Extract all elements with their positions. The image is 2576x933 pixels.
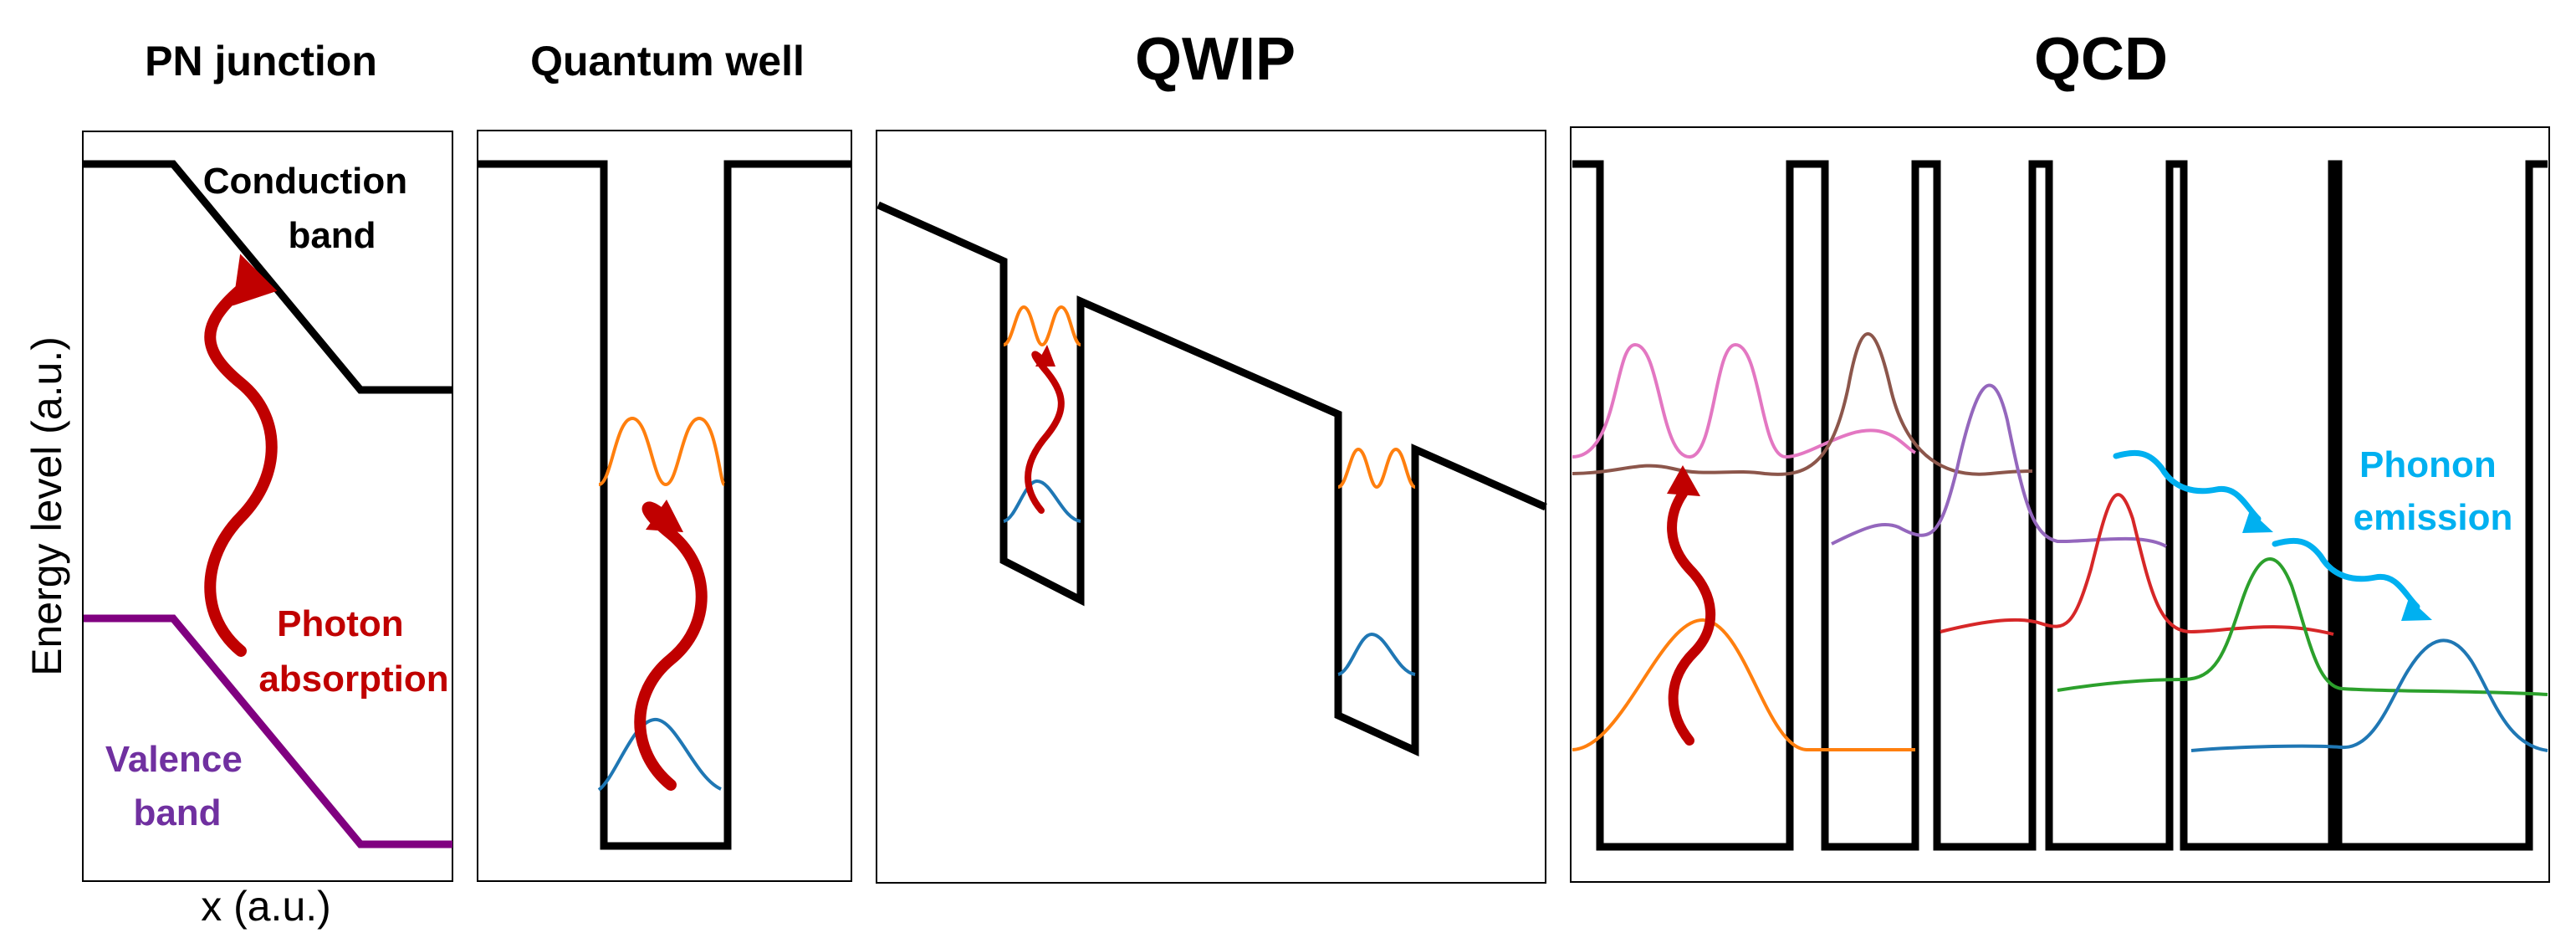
panel-frame-qwip [876, 130, 1546, 884]
photon-wave-arrow-qcd [1667, 489, 1715, 746]
valence-band-label: Valence band [105, 739, 253, 833]
photon-arrowhead-qw [646, 500, 683, 532]
photon-absorption-label-line2: absorption [258, 659, 448, 700]
phonon-emission-label-line2: emission [2354, 497, 2513, 538]
qcd-state-red [1940, 493, 2334, 636]
phonon-arrowhead-1 [2242, 510, 2273, 533]
quantum-well-state-ground [597, 718, 722, 792]
qcd-diagram: Phonon emission [1572, 160, 2548, 851]
panel-frame-quantum-well [477, 130, 852, 882]
valence-band-label-line2: band [133, 792, 221, 833]
qwip-band-edge [877, 201, 1547, 757]
photon-absorption-label-line1: Photon [277, 603, 404, 644]
qcd-state-brown [1572, 332, 2033, 476]
photon-wave-arrow-qw [634, 501, 708, 791]
x-axis-label: x (a.u.) [201, 883, 331, 930]
quantum-well-diagram [478, 160, 851, 850]
y-axis-label: Energy level (a.u.) [23, 336, 70, 676]
quantum-well-band-edge [478, 160, 851, 850]
qwip-well2-state-excited [1337, 447, 1416, 490]
photon-arrowhead-qcd [1667, 465, 1700, 496]
phonon-arrow-1 [2113, 449, 2262, 522]
panel-title-pn-junction: PN junction [145, 38, 377, 85]
qwip-well1-state-ground [1003, 479, 1081, 523]
photon-wave-arrow-pn [204, 254, 278, 657]
qwip-well1-state-excited [1003, 305, 1081, 347]
phonon-emission-label: Phonon emission [2354, 444, 2513, 538]
photon-absorption-label: Photon absorption [258, 603, 448, 700]
panel-title-qwip: QWIP [1135, 26, 1296, 93]
qwip-well2-state-ground [1337, 632, 1416, 676]
conduction-band-label-line1: Conduction [203, 161, 407, 202]
valence-band-edge [84, 614, 452, 848]
photon-wave-arrow-qwip [1025, 351, 1065, 514]
qcd-band-edge [1572, 160, 2548, 851]
quantum-well-state-excited [598, 416, 726, 487]
phonon-arrowhead-2 [2401, 598, 2432, 621]
panel-frame-pn-junction [82, 131, 453, 882]
pn-junction-diagram: Conduction band Photon absorption Valenc… [84, 160, 452, 848]
conduction-band-label-line2: band [288, 215, 376, 256]
phonon-arrow-2 [2272, 537, 2420, 610]
phonon-emission-label-line1: Phonon [2359, 444, 2497, 485]
qcd-state-blue [2190, 638, 2548, 752]
valence-band-label-line1: Valence [105, 739, 243, 780]
panel-title-qcd: QCD [2034, 26, 2168, 93]
qcd-state-green [2057, 557, 2548, 696]
qcd-state-purple [1831, 383, 2167, 548]
photon-arrowhead-qwip [1035, 345, 1055, 367]
qcd-state-pink [1572, 342, 1917, 459]
panel-title-quantum-well: Quantum well [530, 38, 805, 85]
qcd-state-orange [1572, 618, 1915, 751]
qwip-diagram [877, 201, 1547, 757]
conduction-band-label: Conduction band [203, 161, 418, 256]
panel-frame-qcd [1570, 126, 2550, 883]
